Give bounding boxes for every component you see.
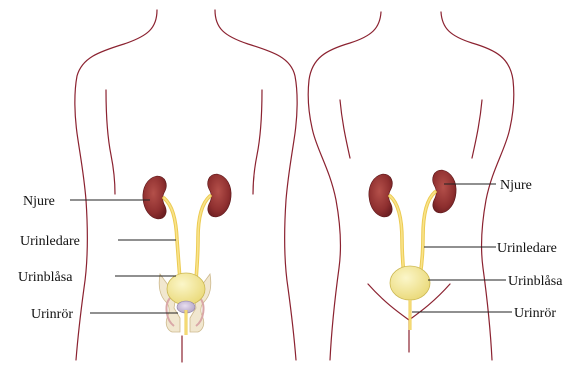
female-figure: Njure Urinledare Urinblåsa Urinrör	[308, 12, 563, 360]
male-kidney-label: Njure	[23, 194, 55, 209]
male-bladder-label: Urinblåsa	[18, 270, 73, 285]
male-figure: Njure Urinledare Urinblåsa Urinrör	[18, 10, 297, 362]
male-bladder	[167, 273, 205, 305]
female-ureters	[390, 192, 435, 276]
male-ureters	[164, 196, 210, 280]
female-urethra-label: Urinrör	[514, 306, 556, 321]
female-kidney-label: Njure	[500, 178, 532, 193]
male-ureter-label: Urinledare	[20, 234, 80, 249]
female-ureter-label: Urinledare	[497, 241, 557, 256]
female-bladder	[390, 266, 430, 300]
female-bladder-label: Urinblåsa	[508, 274, 563, 289]
male-urethra-label: Urinrör	[31, 307, 73, 322]
